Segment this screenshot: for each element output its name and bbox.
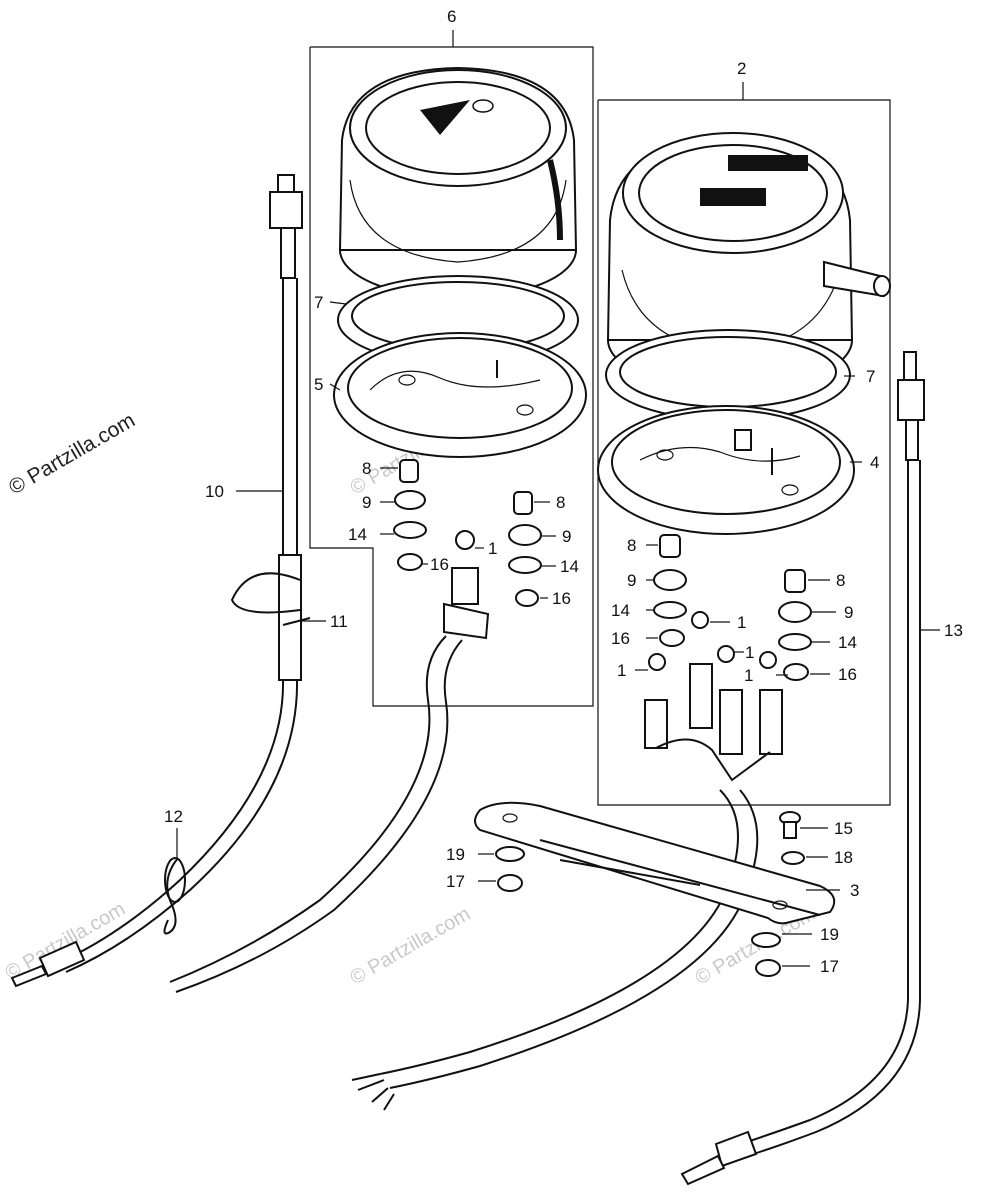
callout-8: 8 bbox=[556, 493, 565, 512]
callout-17: 17 bbox=[820, 957, 839, 976]
callout-16: 16 bbox=[552, 589, 571, 608]
meter-bracket bbox=[474, 801, 836, 925]
callout-14: 14 bbox=[611, 601, 630, 620]
callout-16: 16 bbox=[611, 629, 630, 648]
callout-14: 14 bbox=[560, 557, 579, 576]
tachometer-gauge bbox=[338, 66, 578, 299]
callout-5: 5 bbox=[314, 375, 323, 394]
callout-9: 9 bbox=[844, 603, 853, 622]
callout-1: 1 bbox=[745, 643, 754, 662]
callout-labels: 6 2 7 5 7 4 10 8 9 14 16 1 8 9 14 16 8 9… bbox=[164, 7, 963, 976]
case-cover-left bbox=[333, 332, 587, 458]
hardware-parts bbox=[393, 459, 812, 977]
speedometer-cable bbox=[680, 351, 925, 1186]
callout-1: 1 bbox=[617, 661, 626, 680]
tachometer-harness bbox=[169, 567, 490, 993]
callout-4: 4 bbox=[870, 453, 879, 472]
callout-17: 17 bbox=[446, 872, 465, 891]
speedometer-harness bbox=[351, 663, 783, 1111]
callout-10: 10 bbox=[205, 482, 224, 501]
tachometer-cable bbox=[10, 174, 311, 988]
callout-1: 1 bbox=[737, 613, 746, 632]
callout-8: 8 bbox=[627, 536, 636, 555]
callout-9: 9 bbox=[627, 571, 636, 590]
callout-1: 1 bbox=[744, 666, 753, 685]
callout-13: 13 bbox=[944, 621, 963, 640]
callout-9: 9 bbox=[562, 527, 571, 546]
callout-8: 8 bbox=[836, 571, 845, 590]
case-cover-right bbox=[597, 405, 855, 535]
callout-8: 8 bbox=[362, 459, 371, 478]
callout-9: 9 bbox=[362, 493, 371, 512]
assembly-box-6 bbox=[309, 30, 594, 707]
callout-1: 1 bbox=[488, 539, 497, 558]
callout-18: 18 bbox=[834, 848, 853, 867]
leader-lines bbox=[176, 301, 940, 967]
watermark-text: © Partzilla.com bbox=[347, 903, 475, 989]
callout-7: 7 bbox=[314, 293, 323, 312]
callout-7: 7 bbox=[866, 367, 875, 386]
callout-16: 16 bbox=[430, 555, 449, 574]
callout-19: 19 bbox=[446, 845, 465, 864]
callout-14: 14 bbox=[838, 633, 857, 652]
callout-2: 2 bbox=[737, 59, 746, 78]
callout-6: 6 bbox=[447, 7, 456, 26]
copyright-text: © Partzilla.com bbox=[5, 409, 139, 500]
callout-3: 3 bbox=[850, 881, 859, 900]
callout-11: 11 bbox=[330, 612, 348, 631]
cable-clip bbox=[163, 857, 186, 935]
callout-16: 16 bbox=[838, 665, 857, 684]
callout-15: 15 bbox=[834, 819, 853, 838]
assembly-box-2 bbox=[597, 82, 891, 806]
callout-12: 12 bbox=[164, 807, 183, 826]
callout-14: 14 bbox=[348, 525, 367, 544]
callout-19: 19 bbox=[820, 925, 839, 944]
watermark-text: © Partzilla.com bbox=[2, 898, 130, 984]
